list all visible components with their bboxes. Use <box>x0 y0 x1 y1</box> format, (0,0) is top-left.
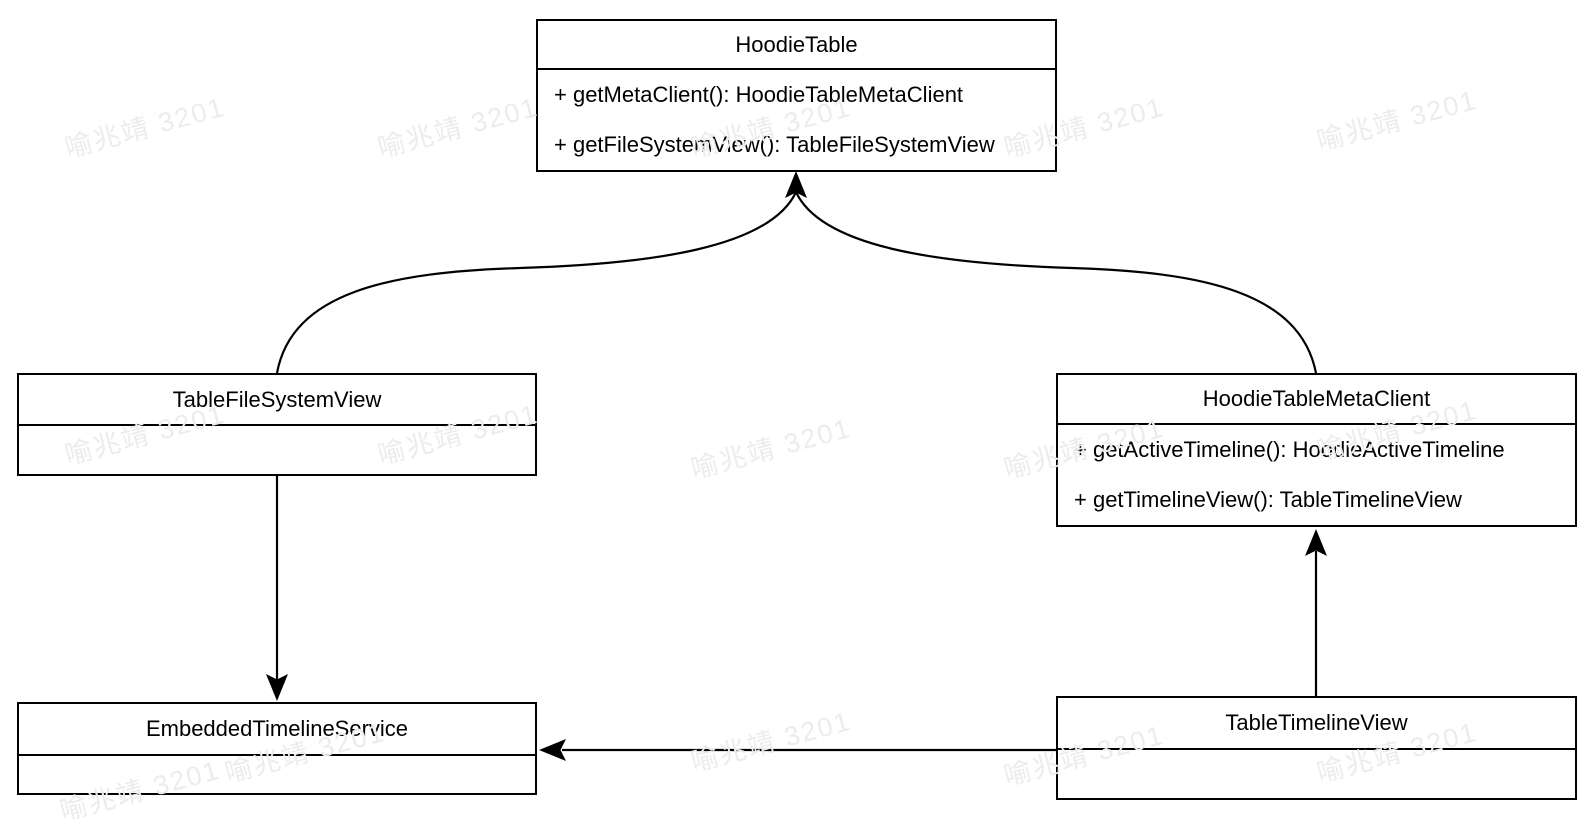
edge-hoodietablemetaclient-to-hoodietable <box>795 191 1318 374</box>
class-box-tablefilesystemview: TableFileSystemView <box>17 373 537 476</box>
class-title-tablefilesystemview: TableFileSystemView <box>19 375 535 426</box>
class-box-hoodietable: HoodieTable + getMetaClient(): HoodieTab… <box>536 19 1057 172</box>
class-body-tablefilesystemview <box>19 426 535 474</box>
class-title-hoodietable: HoodieTable <box>538 21 1055 70</box>
arrowhead-down-embeddedtimelineservice <box>266 674 288 701</box>
class-box-embeddedtimelineservice: EmbeddedTimelineService <box>17 702 537 795</box>
class-body-embeddedtimelineservice <box>19 756 535 793</box>
arrowhead-up-hoodietablemetaclient <box>1305 529 1327 556</box>
class-box-tabletimelineview: TableTimelineView <box>1056 696 1577 800</box>
arrowhead-left-embeddedtimelineservice <box>539 739 566 761</box>
method-getmetaclient: + getMetaClient(): HoodieTableMetaClient <box>554 82 964 107</box>
class-body-hoodietablemetaclient: + getActiveTimeline(): HoodieActiveTimel… <box>1058 425 1575 525</box>
class-title-hoodietablemetaclient: HoodieTableMetaClient <box>1058 375 1575 425</box>
class-title-embeddedtimelineservice: EmbeddedTimelineService <box>19 704 535 756</box>
method-getactivetimeline: + getActiveTimeline(): HoodieActiveTimel… <box>1074 437 1505 462</box>
class-title-tabletimelineview: TableTimelineView <box>1058 698 1575 750</box>
class-body-tabletimelineview <box>1058 750 1575 798</box>
arrowhead-up-hoodietable <box>785 171 807 198</box>
method-gettimelineview: + getTimelineView(): TableTimelineView <box>1074 487 1462 512</box>
edge-tablefilesystemview-to-hoodietable <box>275 191 797 374</box>
class-box-hoodietablemetaclient: HoodieTableMetaClient + getActiveTimelin… <box>1056 373 1577 527</box>
method-getfilesystemview: + getFileSystemView(): TableFileSystemVi… <box>554 132 995 157</box>
class-body-hoodietable: + getMetaClient(): HoodieTableMetaClient… <box>538 70 1055 170</box>
